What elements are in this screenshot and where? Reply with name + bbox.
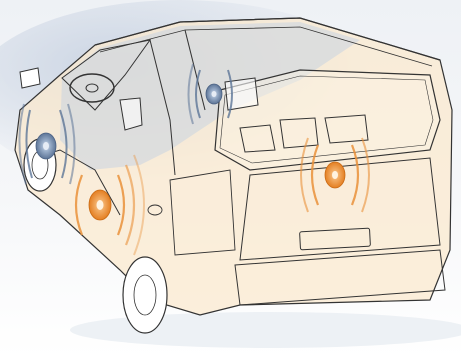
rear-wheel bbox=[123, 257, 167, 333]
side-mirror bbox=[20, 68, 40, 88]
rear-headrest bbox=[225, 78, 258, 110]
